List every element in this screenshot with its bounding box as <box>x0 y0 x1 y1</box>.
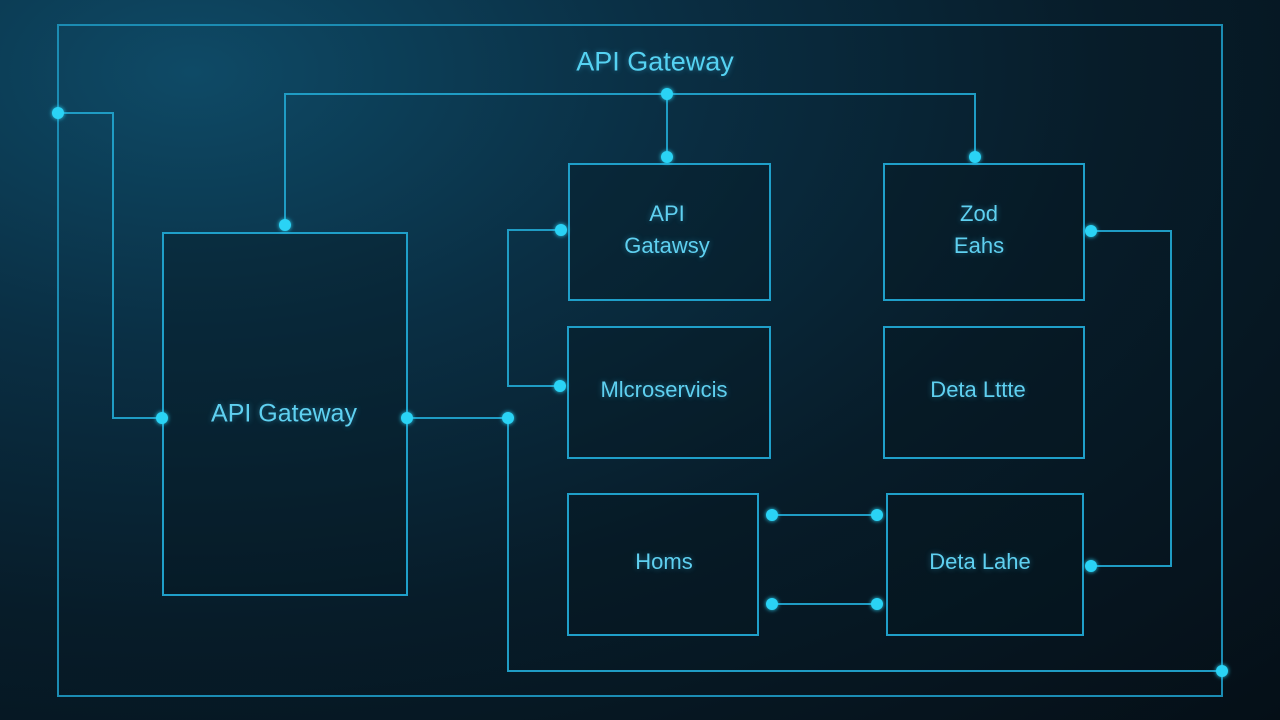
zod-eahs-label: Zod Eahs <box>954 198 1004 262</box>
ports <box>52 88 1228 677</box>
api-gateway-label-line1: API <box>649 201 685 226</box>
zod-eahs-label-line2: Eahs <box>953 233 1005 258</box>
microservices-label: Mlcroservicis <box>600 377 728 402</box>
port-api-gateway-left <box>555 224 567 236</box>
port-frame-left <box>52 107 64 119</box>
port-left-gateway-right <box>401 412 413 424</box>
left-gateway-box[interactable] <box>162 232 408 596</box>
port-zod-right <box>1085 225 1097 237</box>
api-gateway-box[interactable] <box>568 163 771 301</box>
api-gateway-label-line2: Gatawsy <box>624 233 710 258</box>
wire-top-bus <box>284 93 976 225</box>
port-homs-bottom-right <box>766 598 778 610</box>
diagram-title: API Gateway <box>576 46 734 77</box>
port-homs-top-right <box>766 509 778 521</box>
data-lake-box[interactable] <box>886 493 1084 636</box>
port-left-gateway-top <box>279 219 291 231</box>
port-bus-top <box>661 88 673 100</box>
port-zod-top <box>969 151 981 163</box>
left-gateway-label: API Gateway <box>211 399 357 428</box>
data-lake-label: Deta Lahe <box>929 549 1031 574</box>
zod-eahs-label-line1: Zod <box>960 201 998 226</box>
zod-eahs-box[interactable] <box>883 163 1085 301</box>
port-left-gateway-left <box>156 412 168 424</box>
port-lake-top-left <box>871 509 883 521</box>
data-lttte-box[interactable] <box>883 326 1085 459</box>
port-data-lake-right <box>1085 560 1097 572</box>
port-frame-bottom-right <box>1216 665 1228 677</box>
port-lake-bottom-left <box>871 598 883 610</box>
port-junction <box>502 412 514 424</box>
wire-zod-to-data-lake <box>1091 230 1172 567</box>
data-lttte-label: Deta Lttte <box>930 377 1026 402</box>
wire-bottom-bus <box>507 418 1222 672</box>
homs-label: Homs <box>635 549 693 574</box>
port-api-gateway-top <box>661 151 673 163</box>
api-gateway-label: API Gatawsy <box>624 198 710 262</box>
microservices-box[interactable] <box>567 326 771 459</box>
wire-frame-to-left-gateway <box>58 112 163 419</box>
wire-api-to-microservices <box>507 229 561 387</box>
port-microservices-left <box>554 380 566 392</box>
homs-box[interactable] <box>567 493 759 636</box>
outer-frame <box>57 24 1223 697</box>
